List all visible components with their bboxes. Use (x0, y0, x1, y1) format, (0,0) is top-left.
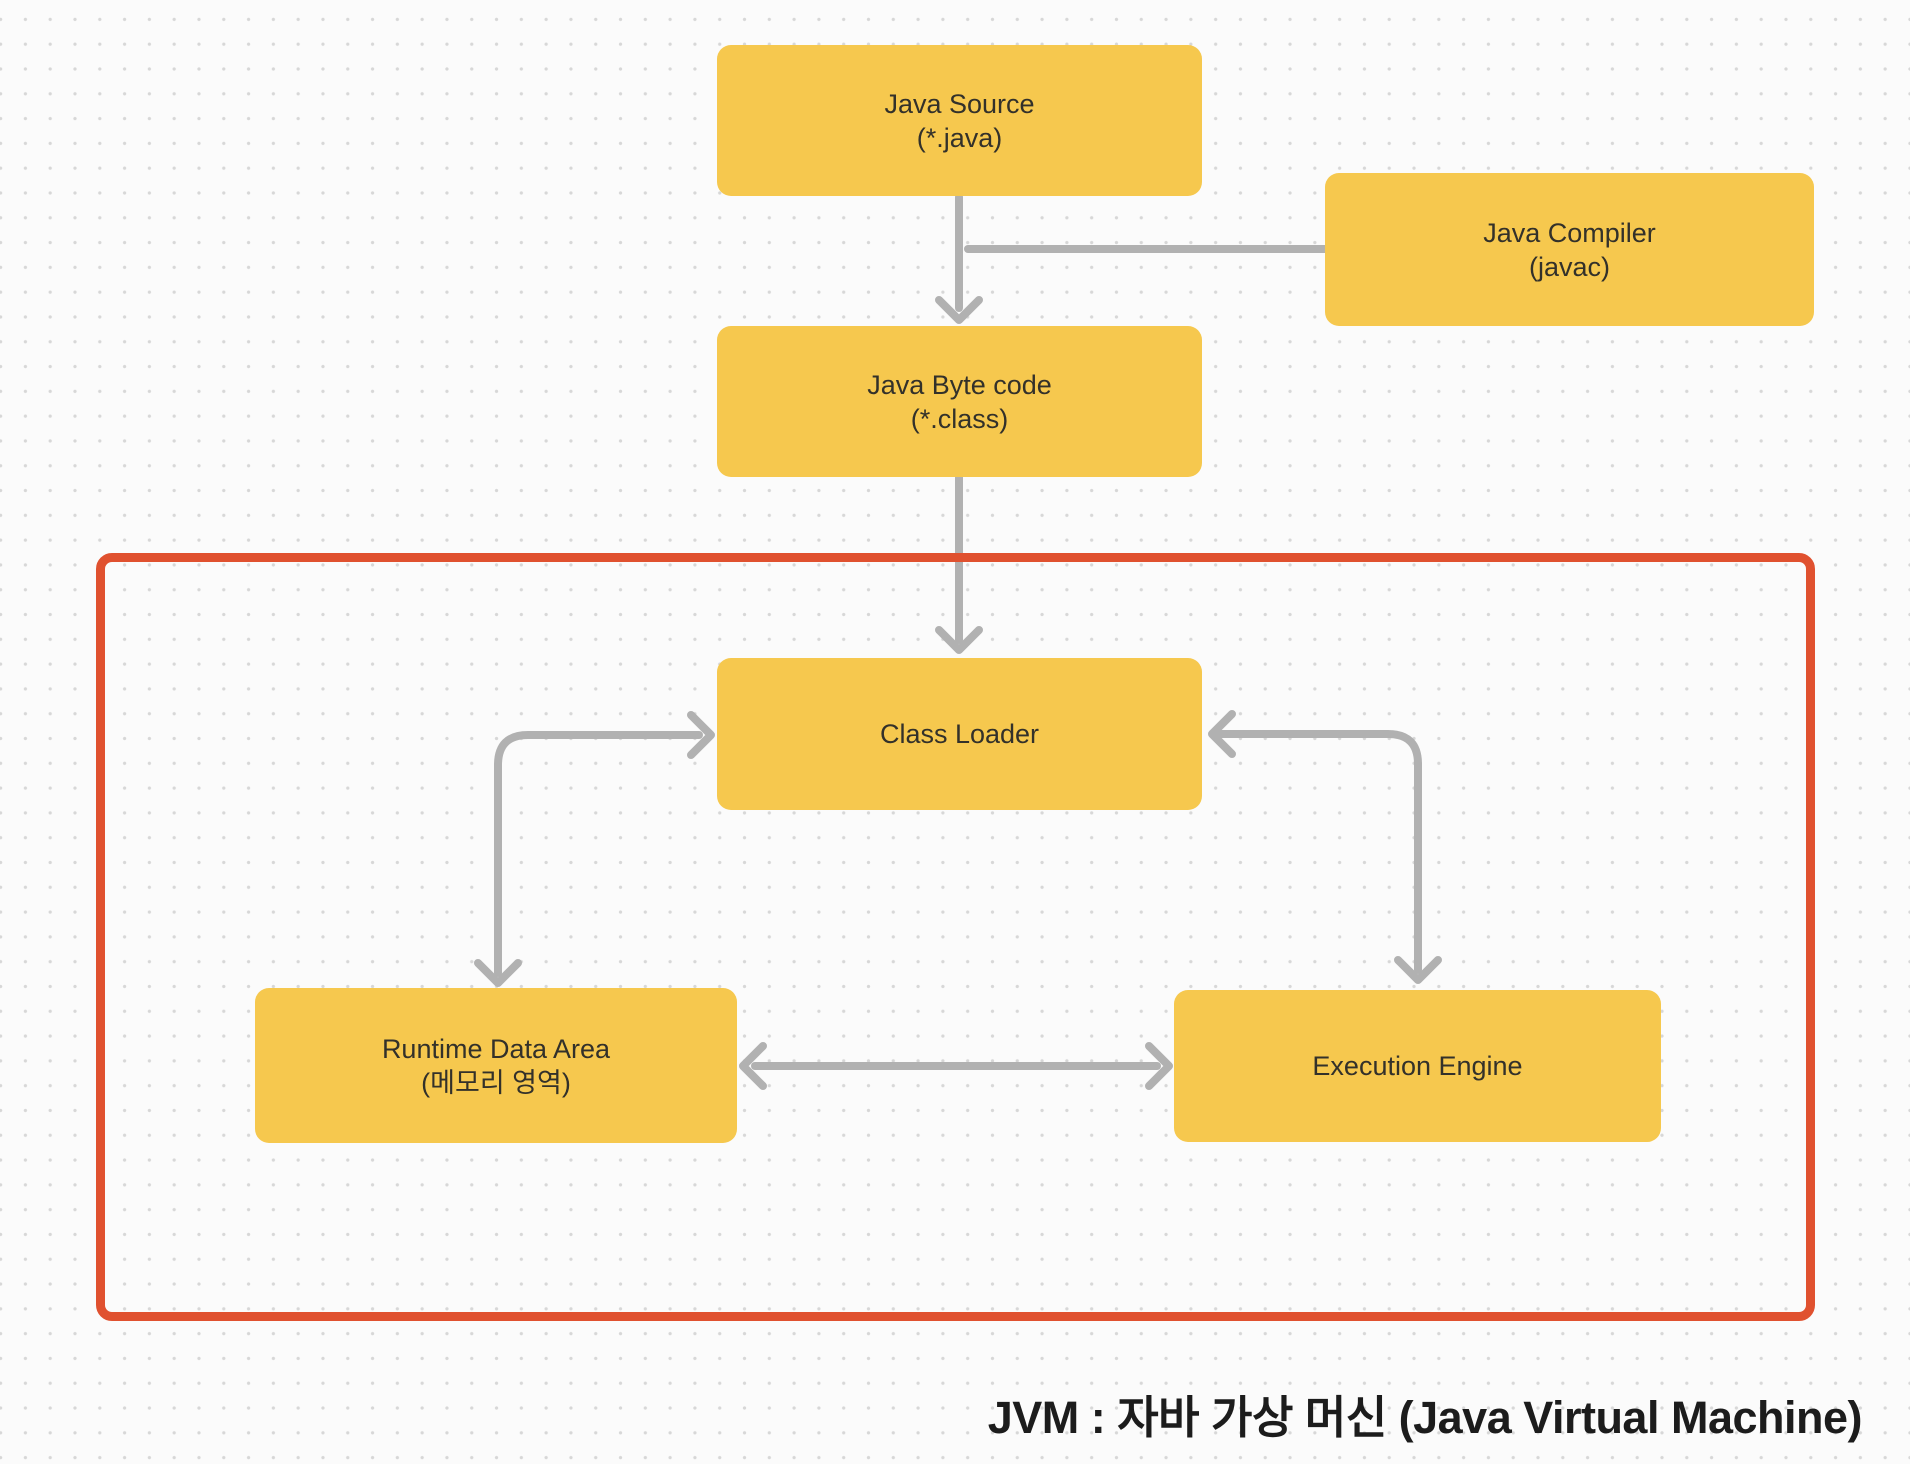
node-execution-engine-title: Execution Engine (1312, 1051, 1523, 1081)
node-class-loader: Class Loader (717, 658, 1202, 810)
node-java-bytecode-subtitle: (*.class) (910, 403, 1009, 434)
node-runtime-data-area-title: Runtime Data Area (381, 1033, 611, 1064)
node-java-bytecode-title: Java Byte code (867, 369, 1052, 400)
node-java-bytecode: Java Byte code (*.class) (717, 326, 1202, 477)
node-java-source: Java Source (*.java) (717, 45, 1202, 196)
node-java-compiler-title: Java Compiler (1483, 217, 1656, 248)
node-java-source-subtitle: (*.java) (916, 122, 1003, 153)
jvm-boundary-frame (96, 553, 1815, 1321)
node-runtime-data-area-subtitle: (메모리 영역) (421, 1067, 571, 1098)
arrow-classloader-execution (1208, 710, 1442, 984)
node-java-compiler: Java Compiler (javac) (1325, 173, 1814, 326)
node-java-compiler-subtitle: (javac) (1528, 251, 1610, 282)
node-class-loader-title: Class Loader (879, 719, 1040, 749)
diagram-caption: JVM : 자바 가상 머신 (Java Virtual Machine) (987, 1392, 1863, 1443)
arrow-classloader-runtime (474, 711, 715, 987)
node-runtime-data-area: Runtime Data Area (메모리 영역) (255, 988, 737, 1143)
arrow-runtime-execution (739, 1042, 1173, 1090)
node-execution-engine: Execution Engine (1174, 990, 1661, 1142)
node-java-source-title: Java Source (884, 88, 1035, 119)
arrow-source-to-bytecode (935, 193, 983, 324)
